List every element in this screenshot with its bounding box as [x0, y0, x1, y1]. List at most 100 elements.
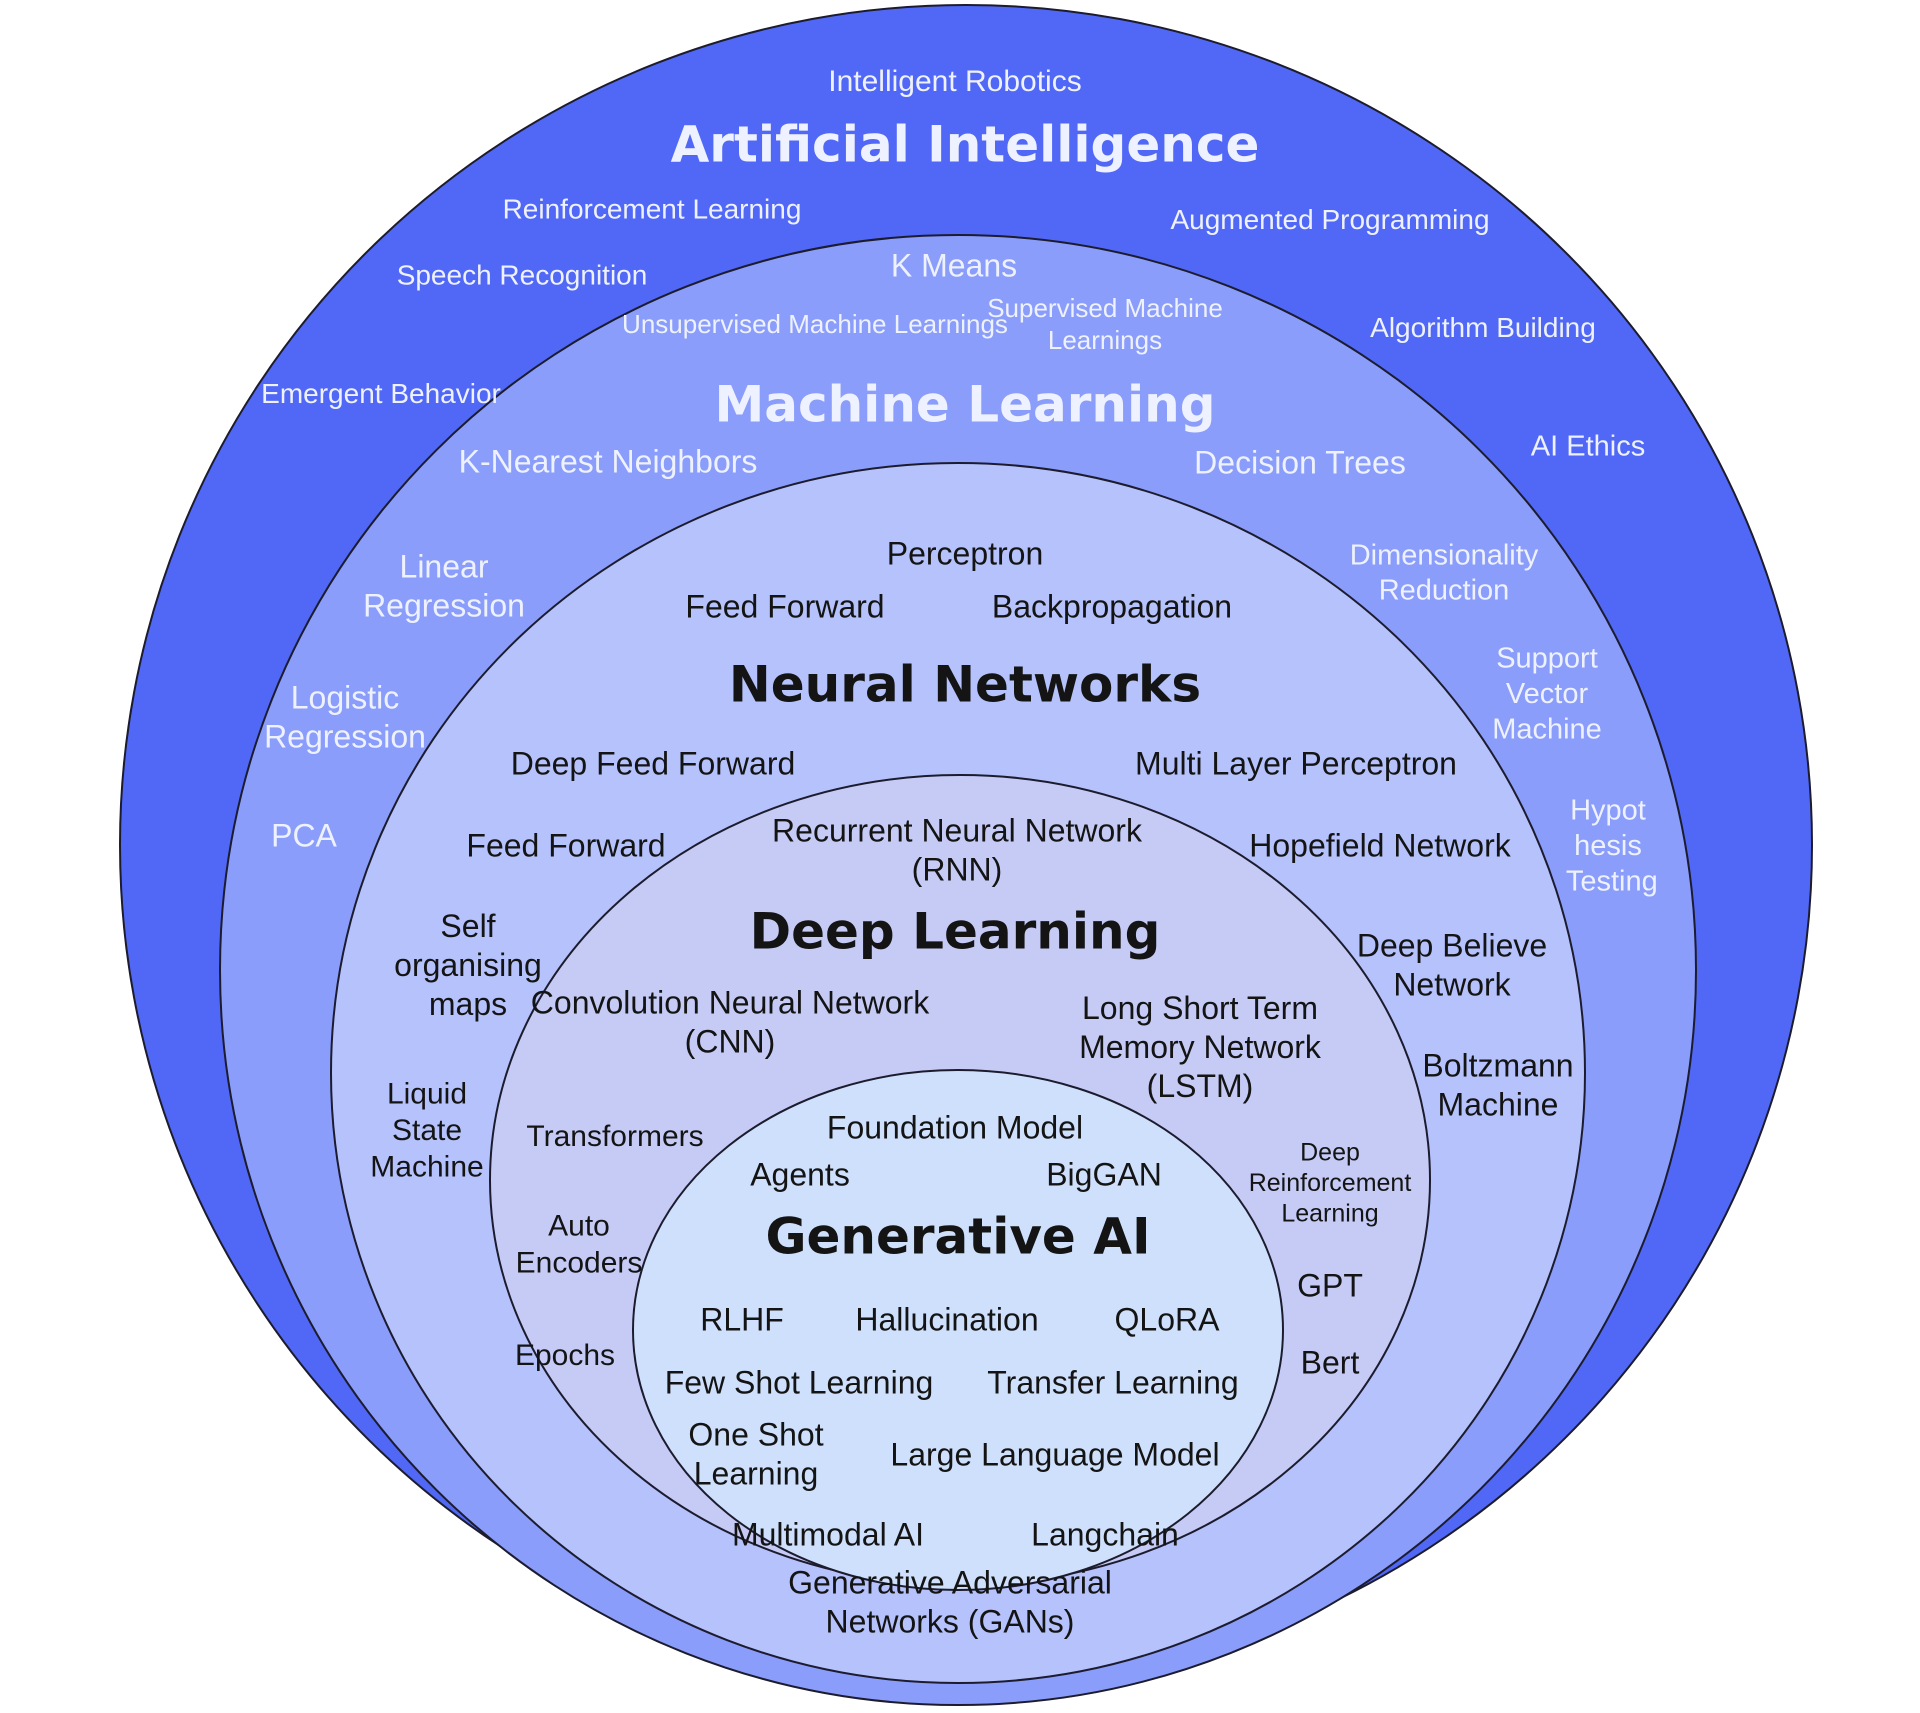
term-recurrent-neural-network: Recurrent Neural Network(RNN) [772, 813, 1143, 888]
term-feed-forward-left: Feed Forward [466, 827, 665, 863]
label-line: Deep [1300, 1138, 1360, 1166]
term-algorithm-building: Algorithm Building [1370, 312, 1596, 343]
title-neural-networks: Neural Networks [729, 656, 1201, 714]
label-line: Networks (GANs) [826, 1604, 1075, 1640]
title-deep-learning: Deep Learning [750, 903, 1161, 961]
label-line: Linear [400, 549, 489, 585]
label-line: Supervised Machine [987, 293, 1223, 323]
term-feed-forward-top: Feed Forward [685, 588, 884, 624]
term-k-means: K Means [891, 247, 1017, 283]
label-line: Vector [1506, 678, 1589, 710]
label-line: State [392, 1114, 462, 1147]
label-line: Learning [694, 1456, 819, 1492]
label-line: Augmented Programming [1170, 204, 1489, 235]
label-line: Logistic [291, 680, 400, 716]
term-intelligent-robotics: Intelligent Robotics [828, 65, 1081, 98]
term-k-nearest-neighbors: K-Nearest Neighbors [459, 443, 758, 479]
term-augmented-programming: Augmented Programming [1170, 204, 1489, 235]
label-line: Memory Network [1079, 1029, 1322, 1065]
term-multimodal-ai: Multimodal AI [732, 1516, 924, 1552]
label-line: Unsupervised Machine Learnings [622, 309, 1008, 339]
title-generative-ai: Generative AI [765, 1208, 1150, 1266]
label-line: Algorithm Building [1370, 312, 1596, 343]
label-line: hesis [1574, 830, 1642, 862]
label-line: Regression [264, 719, 426, 755]
label-line: Reduction [1379, 574, 1510, 606]
label-line: Boltzmann [1422, 1048, 1573, 1084]
term-bert: Bert [1301, 1344, 1360, 1380]
label-line: Hypot [1570, 794, 1646, 826]
label-line: Learning [1281, 1199, 1378, 1227]
title-machine-learning: Machine Learning [714, 376, 1215, 434]
term-deep-feed-forward: Deep Feed Forward [511, 745, 796, 781]
label-line: Network [1393, 967, 1511, 1003]
label-line: (RNN) [912, 852, 1003, 888]
term-backpropagation: Backpropagation [992, 588, 1232, 624]
label-line: Generative Adversarial [788, 1565, 1112, 1601]
term-agents: Agents [750, 1156, 850, 1192]
term-reinforcement-learning: Reinforcement Learning [503, 193, 802, 224]
label-line: Auto [548, 1210, 610, 1243]
term-transformers: Transformers [526, 1120, 703, 1153]
label-line: (LSTM) [1147, 1068, 1254, 1104]
term-decision-trees: Decision Trees [1194, 444, 1406, 480]
label-line: Machine [1492, 713, 1602, 745]
label-line: Liquid [387, 1077, 467, 1110]
term-hallucination: Hallucination [855, 1301, 1038, 1337]
term-emergent-behavior: Emergent Behavior [261, 378, 501, 409]
label-line: Machine [1438, 1087, 1559, 1123]
term-speech-recognition: Speech Recognition [397, 259, 648, 290]
label-line: One Shot [688, 1417, 823, 1453]
term-ai-ethics: AI Ethics [1531, 431, 1645, 463]
term-few-shot-learning: Few Shot Learning [665, 1364, 934, 1400]
term-epochs: Epochs [515, 1339, 615, 1372]
term-perceptron: Perceptron [887, 535, 1044, 571]
term-multi-layer-perceptron: Multi Layer Perceptron [1135, 745, 1457, 781]
label-line: Regression [363, 588, 525, 624]
term-langchain: Langchain [1031, 1516, 1179, 1552]
label-line: Deep Believe [1357, 928, 1547, 964]
label-line: Recurrent Neural Network [772, 813, 1143, 849]
label-line: Machine [370, 1151, 483, 1184]
label-line: (CNN) [685, 1024, 776, 1060]
label-line: Dimensionality [1350, 539, 1539, 571]
term-gpt: GPT [1297, 1267, 1363, 1303]
term-hopefield-network: Hopefield Network [1249, 827, 1511, 863]
title-artificial-intelligence: Artificial Intelligence [671, 116, 1260, 174]
label-line: Support [1496, 642, 1598, 674]
term-unsupervised-machine-learnings: Unsupervised Machine Learnings [622, 309, 1008, 339]
term-hypothesis-testing: Hypot hesis Testing [1558, 794, 1657, 897]
term-foundation-model: Foundation Model [827, 1109, 1083, 1145]
label-line: Convolution Neural Network [531, 985, 930, 1021]
term-pca: PCA [271, 817, 337, 853]
term-qlora: QLoRA [1115, 1301, 1221, 1337]
term-convolution-neural-network: Convolution Neural Network(CNN) [531, 985, 930, 1060]
label-line: Long Short Term [1082, 990, 1318, 1026]
label-line: Self [440, 908, 495, 944]
term-large-language-model: Large Language Model [890, 1436, 1219, 1472]
label-line: Reinforcement [1249, 1169, 1412, 1197]
term-rlhf: RLHF [700, 1301, 784, 1337]
label-line: Testing [1558, 865, 1657, 897]
label-line: maps [429, 986, 507, 1022]
term-biggan: BigGAN [1046, 1156, 1162, 1192]
label-line: organising [394, 947, 542, 983]
term-transfer-learning: Transfer Learning [987, 1364, 1238, 1400]
ring-generative-ai [632, 1069, 1284, 1591]
label-line: Emergent Behavior [261, 378, 501, 409]
